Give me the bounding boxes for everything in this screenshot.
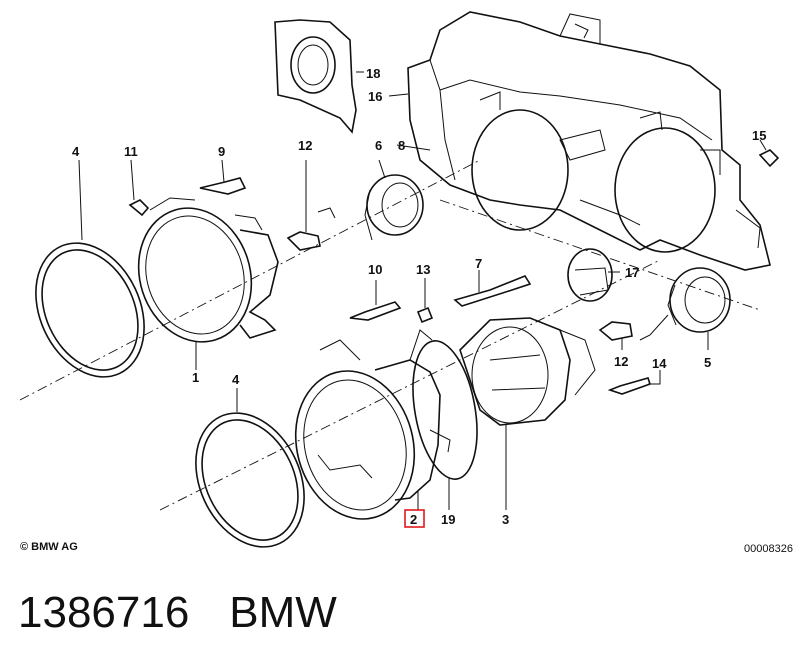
footer-caption: 1386716 BMW — [18, 588, 377, 638]
callout-12-upper: 12 — [298, 138, 312, 153]
callout-6: 6 — [375, 138, 382, 153]
part-headlight-lower — [294, 329, 451, 520]
callout-2: 2 — [410, 512, 417, 527]
callout-16: 16 — [368, 89, 382, 104]
callout-12-lower: 12 — [614, 354, 628, 369]
part-trim-ring-lower — [195, 412, 305, 548]
highlight-box — [404, 509, 425, 528]
part-socket-6 — [364, 174, 424, 241]
callout-13: 13 — [416, 262, 430, 277]
callout-10: 10 — [368, 262, 382, 277]
copyright-notice: © BMW AG — [20, 541, 78, 553]
leader-lines — [78, 71, 767, 510]
callout-15: 15 — [752, 128, 766, 143]
callout-8: 8 — [398, 138, 405, 153]
reference-code: 00008326 — [744, 543, 793, 555]
callout-4-upper: 4 — [72, 144, 80, 159]
callout-19: 19 — [441, 512, 455, 527]
part-number: 1386716 — [18, 588, 190, 637]
callout-5: 5 — [704, 355, 711, 370]
callout-1: 1 — [192, 370, 199, 385]
callout-4-lower: 4 — [232, 372, 240, 387]
part-gasket — [274, 19, 357, 134]
part-headlight-upper — [137, 197, 279, 343]
callout-18: 18 — [366, 66, 380, 81]
callout-3: 3 — [502, 512, 509, 527]
callouts: 4 11 9 12 6 8 18 16 15 10 13 7 17 12 14 … — [72, 66, 766, 528]
callout-11: 11 — [124, 144, 138, 159]
part-seal-ring — [412, 340, 478, 480]
part-trim-ring-upper — [35, 242, 145, 378]
callout-9: 9 — [218, 144, 225, 159]
part-housing — [407, 11, 771, 271]
callout-14: 14 — [652, 356, 667, 371]
callout-17: 17 — [625, 265, 639, 280]
part-socket-5 — [639, 267, 731, 341]
part-reflector — [459, 317, 596, 426]
brand-name: BMW — [229, 588, 337, 637]
callout-7: 7 — [475, 256, 482, 271]
small-parts — [128, 149, 780, 395]
exploded-parts-diagram: 4 11 9 12 6 8 18 16 15 10 13 7 17 12 14 … — [19, 11, 780, 548]
axis-lines — [19, 159, 761, 511]
